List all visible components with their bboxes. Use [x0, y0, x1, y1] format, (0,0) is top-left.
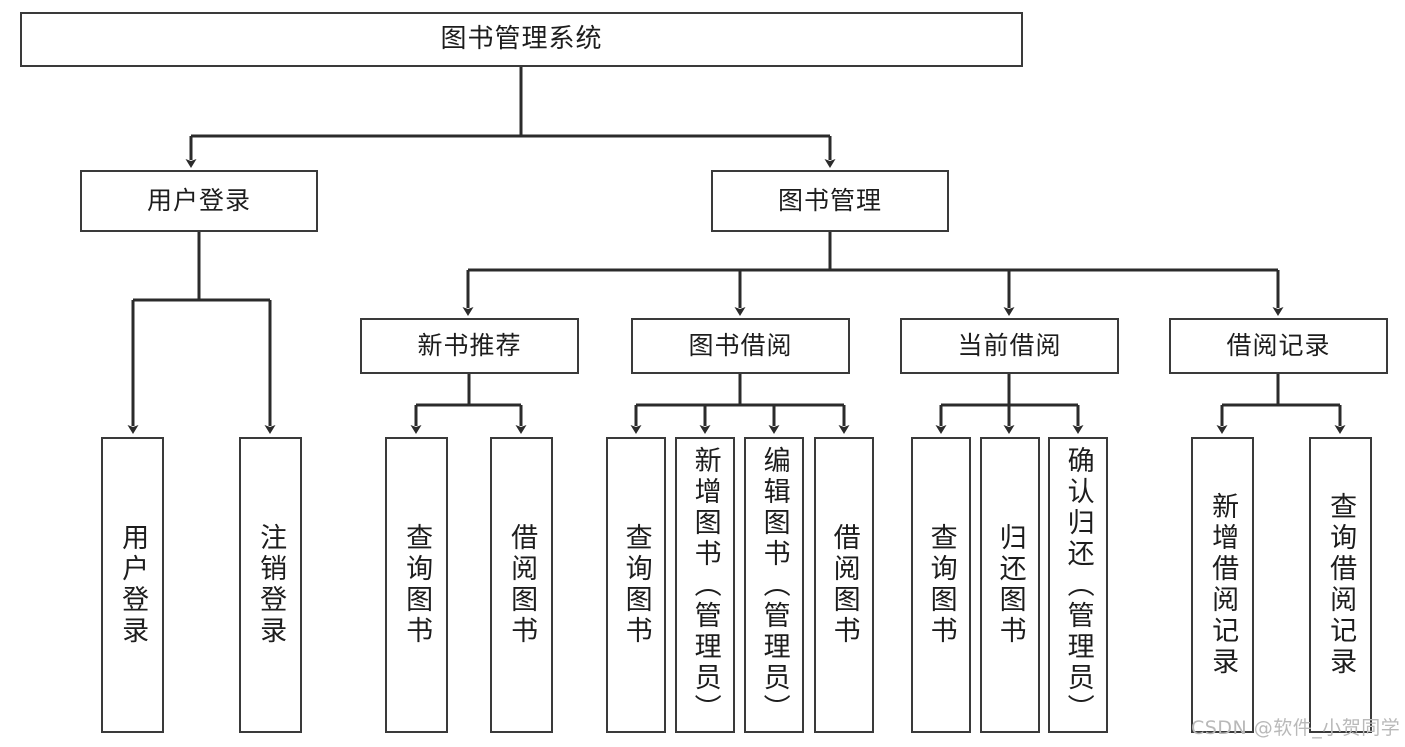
- leaf-borrow-book-label: 借阅图书: [828, 523, 860, 647]
- leaf-query-book-borrow-label: 查询图书: [620, 523, 652, 647]
- node-book-borrow-label: 图书借阅: [688, 330, 793, 360]
- leaf-borrow-book-recommend[interactable]: 借阅图书: [490, 437, 553, 733]
- watermark: CSDN @软件_小贺同学: [1191, 717, 1401, 739]
- leaf-return-book-label: 归还图书: [994, 523, 1026, 647]
- node-user-login-label: 用户登录: [146, 185, 251, 215]
- node-borrow-records-label: 借阅记录: [1226, 330, 1331, 360]
- node-root[interactable]: 图书管理系统: [20, 12, 1023, 67]
- leaf-return-book[interactable]: 归还图书: [980, 437, 1040, 733]
- leaf-edit-book-admin-label: 编辑图书（管理员）: [758, 445, 790, 725]
- node-user-login[interactable]: 用户登录: [80, 170, 318, 232]
- node-current-borrow-label: 当前借阅: [957, 330, 1062, 360]
- leaf-query-borrow-record[interactable]: 查询借阅记录: [1309, 437, 1372, 733]
- node-book-management-label: 图书管理: [777, 185, 882, 215]
- leaf-query-book-borrow[interactable]: 查询图书: [606, 437, 666, 733]
- leaf-logout-label: 注销登录: [255, 523, 287, 647]
- leaf-query-borrow-record-label: 查询借阅记录: [1325, 492, 1357, 678]
- node-book-borrow[interactable]: 图书借阅: [631, 318, 850, 374]
- leaf-add-borrow-record-label: 新增借阅记录: [1207, 492, 1239, 678]
- node-new-book-recommend-label: 新书推荐: [417, 330, 522, 360]
- node-root-label: 图书管理系统: [440, 23, 603, 54]
- leaf-add-borrow-record[interactable]: 新增借阅记录: [1191, 437, 1254, 733]
- node-book-management[interactable]: 图书管理: [711, 170, 949, 232]
- leaf-query-book-current[interactable]: 查询图书: [911, 437, 971, 733]
- leaf-user-login-label: 用户登录: [117, 523, 149, 647]
- node-new-book-recommend[interactable]: 新书推荐: [360, 318, 579, 374]
- node-borrow-records[interactable]: 借阅记录: [1169, 318, 1388, 374]
- node-current-borrow[interactable]: 当前借阅: [900, 318, 1119, 374]
- leaf-logout[interactable]: 注销登录: [239, 437, 302, 733]
- leaf-confirm-return-admin[interactable]: 确认归还（管理员）: [1048, 437, 1108, 733]
- leaf-borrow-book-recommend-label: 借阅图书: [506, 523, 538, 647]
- leaf-add-book-admin-label: 新增图书（管理员）: [689, 445, 721, 725]
- leaf-add-book-admin[interactable]: 新增图书（管理员）: [675, 437, 735, 733]
- leaf-borrow-book[interactable]: 借阅图书: [814, 437, 874, 733]
- leaf-confirm-return-admin-label: 确认归还（管理员）: [1062, 445, 1094, 725]
- leaf-edit-book-admin[interactable]: 编辑图书（管理员）: [744, 437, 804, 733]
- leaf-user-login[interactable]: 用户登录: [101, 437, 164, 733]
- leaf-query-book-current-label: 查询图书: [925, 523, 957, 647]
- leaf-query-book-recommend[interactable]: 查询图书: [385, 437, 448, 733]
- leaf-query-book-recommend-label: 查询图书: [401, 523, 433, 647]
